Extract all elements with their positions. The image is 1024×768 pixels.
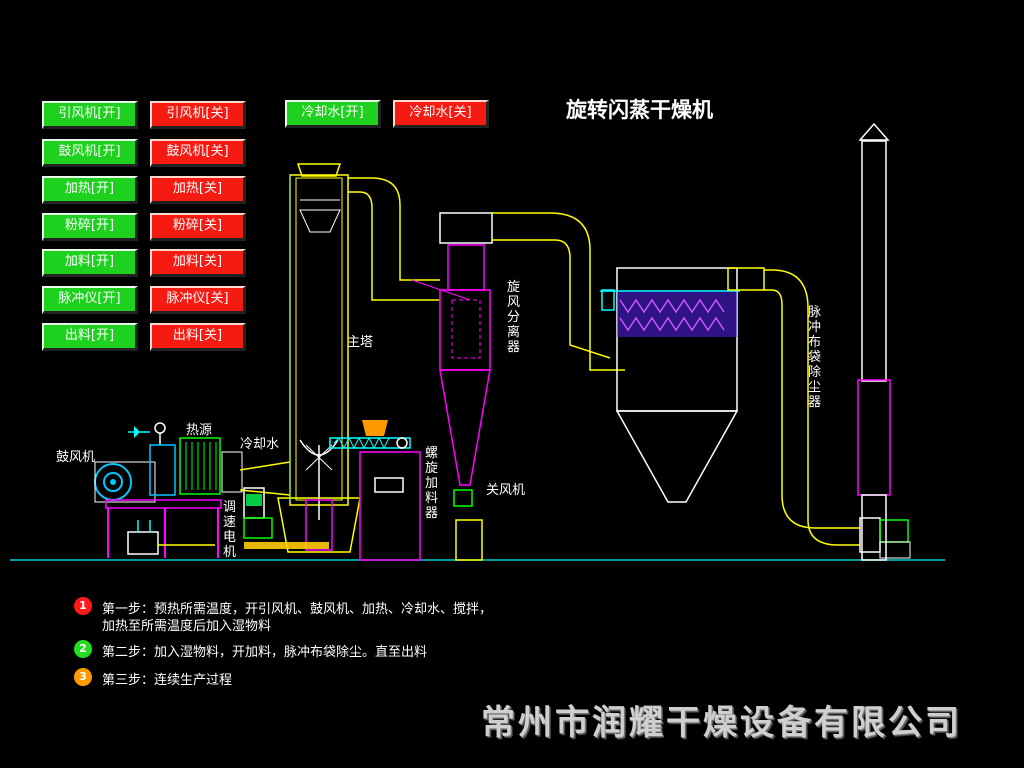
blower-induced-on-button[interactable]: 引风机[开]: [42, 101, 138, 129]
valve-icon: [128, 422, 166, 445]
company-name: 常州市润耀干燥设备有限公司: [481, 703, 962, 743]
motor-icon: [243, 487, 273, 539]
cyclone-label: 旋风分离器: [507, 280, 521, 355]
discharge-on-button[interactable]: 出料[开]: [42, 323, 138, 351]
step-1-text: 第一步：预热所需温度，开引风机、鼓风机、加热、冷却水、搅拌，: [102, 602, 493, 617]
step-3-text: 第三步：连续生产过程: [102, 673, 233, 688]
speed-motor-label: 调速电机: [223, 500, 237, 560]
crush-off-button[interactable]: 粉碎[关]: [150, 213, 246, 241]
main-tower-icon: [244, 163, 361, 553]
step-1-text-2: 加热至所需温度后加入湿物料: [102, 619, 272, 634]
heat-on-button[interactable]: 加热[开]: [42, 176, 138, 204]
pump-icon: [127, 520, 215, 555]
heat-source-label: 热源: [186, 423, 213, 438]
pulse-off-button[interactable]: 脉冲仪[关]: [150, 286, 246, 314]
rotary-valve-label: 关风机: [486, 483, 526, 498]
chimney-icon: [857, 122, 891, 561]
main-tower-label: 主塔: [347, 335, 374, 350]
screw-feeder-icon: [329, 420, 421, 561]
heat-source-icon: [149, 437, 291, 496]
step-2-text: 第二步：加入湿物料，开加料，脉冲布袋除尘。直至出料: [102, 645, 428, 660]
bag-filter-label: 脉冲布袋除尘器: [808, 305, 822, 410]
page-title: 旋转闪蒸干燥机: [566, 98, 713, 122]
cooling-on-button[interactable]: 冷却水[开]: [285, 100, 381, 128]
feed-on-button[interactable]: 加料[开]: [42, 249, 138, 277]
blower-off-button[interactable]: 鼓风机[关]: [150, 139, 246, 167]
cooling-water-label: 冷却水: [240, 437, 280, 452]
blower-icon: [94, 461, 222, 558]
crush-on-button[interactable]: 粉碎[开]: [42, 213, 138, 241]
step-3-badge: 3: [74, 668, 92, 686]
pulse-on-button[interactable]: 脉冲仪[开]: [42, 286, 138, 314]
cyclone-icon: [411, 212, 493, 561]
step-2-badge: 2: [74, 640, 92, 658]
heat-off-button[interactable]: 加热[关]: [150, 176, 246, 204]
feed-off-button[interactable]: 加料[关]: [150, 249, 246, 277]
blower-label: 鼓风机: [56, 450, 96, 465]
step-1-badge: 1: [74, 597, 92, 615]
induced-fan-icon: [859, 517, 911, 559]
blower-induced-off-button[interactable]: 引风机[关]: [150, 101, 246, 129]
cooling-off-button[interactable]: 冷却水[关]: [393, 100, 489, 128]
bag-filter-icon: [600, 267, 765, 503]
blower-on-button[interactable]: 鼓风机[开]: [42, 139, 138, 167]
discharge-off-button[interactable]: 出料[关]: [150, 323, 246, 351]
screw-feeder-label: 螺旋加料器: [425, 446, 439, 521]
